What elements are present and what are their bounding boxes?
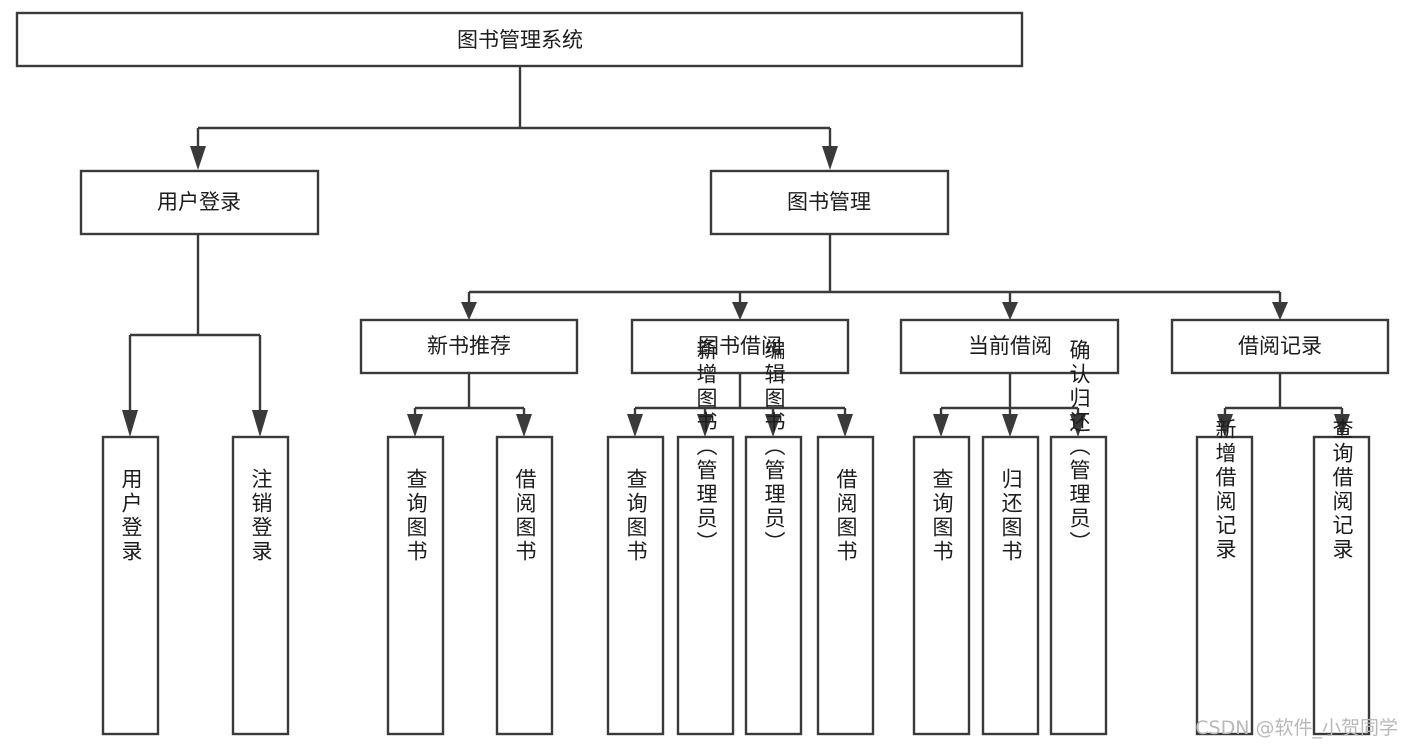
leaf-newbook-query-label: 查询图书 bbox=[404, 468, 428, 564]
leaf-bookborrow-edit-label: 编辑图书（管理员） bbox=[762, 339, 786, 555]
leaf-user-login-login-label: 用户登录 bbox=[119, 468, 143, 564]
leaf-currentborrow-confirm-box[interactable] bbox=[1049, 435, 1108, 736]
node-user-login-label: 用户登录 bbox=[157, 190, 241, 214]
leaf-newbook-borrow[interactable]: 借阅图书 bbox=[495, 435, 554, 736]
leaf-user-login-logout-label: 注销登录 bbox=[249, 468, 273, 564]
leaf-user-login-logout[interactable]: 注销登录 bbox=[231, 435, 290, 736]
node-new-book-recommend-label: 新书推荐 bbox=[427, 334, 511, 358]
leaf-borrowrecord-add-box[interactable] bbox=[1195, 435, 1254, 736]
leaf-borrowrecord-query-box[interactable] bbox=[1312, 435, 1371, 736]
leaf-user-login-login[interactable]: 用户登录 bbox=[101, 435, 160, 736]
node-new-book-recommend-box[interactable] bbox=[359, 318, 579, 375]
leaf-bookborrow-query-box[interactable] bbox=[606, 435, 665, 736]
connector-userlogin-to-leaves bbox=[122, 234, 268, 437]
node-current-borrow-box[interactable] bbox=[899, 318, 1120, 375]
node-book-management-box[interactable] bbox=[709, 169, 950, 236]
connector-borrowrecord-to-leaves bbox=[1217, 373, 1350, 437]
leaf-currentborrow-query[interactable]: 查询图书 bbox=[912, 435, 971, 736]
leaf-currentborrow-return[interactable]: 归还图书 bbox=[981, 435, 1040, 736]
connector-bookborrow-to-leaves bbox=[627, 373, 853, 437]
leaf-currentborrow-return-box[interactable] bbox=[981, 435, 1040, 736]
leaf-bookborrow-add[interactable]: 新增图书（管理员） bbox=[676, 339, 735, 736]
connector-bookmgmt-to-level3 bbox=[461, 234, 1288, 320]
node-root[interactable]: 图书管理系统 bbox=[15, 11, 1024, 68]
connector-root-to-level2 bbox=[190, 66, 838, 170]
node-current-borrow-label: 当前借阅 bbox=[968, 334, 1052, 358]
node-book-management[interactable]: 图书管理 bbox=[709, 169, 950, 236]
leaf-bookborrow-borrow[interactable]: 借阅图书 bbox=[816, 435, 875, 736]
node-borrow-record[interactable]: 借阅记录 bbox=[1170, 318, 1390, 375]
leaf-borrowrecord-add-label: 新增借阅记录 bbox=[1213, 418, 1237, 562]
leaf-bookborrow-edit-box[interactable] bbox=[744, 435, 803, 736]
leaf-newbook-borrow-box[interactable] bbox=[495, 435, 554, 736]
leaf-bookborrow-edit[interactable]: 编辑图书（管理员） bbox=[744, 339, 803, 736]
leaf-bookborrow-borrow-label: 借阅图书 bbox=[834, 468, 858, 564]
leaf-bookborrow-add-label: 新增图书（管理员） bbox=[694, 339, 718, 555]
leaf-currentborrow-query-label: 查询图书 bbox=[930, 468, 954, 564]
node-current-borrow[interactable]: 当前借阅 bbox=[899, 318, 1120, 375]
node-book-borrow-box[interactable] bbox=[630, 318, 850, 375]
leaf-user-login-logout-box[interactable] bbox=[231, 435, 290, 736]
leaf-bookborrow-borrow-box[interactable] bbox=[816, 435, 875, 736]
leaf-borrowrecord-query-label: 查询借阅记录 bbox=[1330, 418, 1354, 562]
leaf-bookborrow-query[interactable]: 查询图书 bbox=[606, 435, 665, 736]
node-new-book-recommend[interactable]: 新书推荐 bbox=[359, 318, 579, 375]
leaf-newbook-query[interactable]: 查询图书 bbox=[386, 435, 445, 736]
node-user-login[interactable]: 用户登录 bbox=[79, 169, 320, 236]
node-borrow-record-box[interactable] bbox=[1170, 318, 1390, 375]
leaf-newbook-query-box[interactable] bbox=[386, 435, 445, 736]
node-book-borrow-label: 图书借阅 bbox=[698, 334, 782, 358]
leaf-user-login-login-box[interactable] bbox=[101, 435, 160, 736]
node-root-label: 图书管理系统 bbox=[457, 28, 583, 52]
leaf-currentborrow-confirm-label: 确认归还（管理员） bbox=[1067, 339, 1091, 555]
leaf-currentborrow-query-box[interactable] bbox=[912, 435, 971, 736]
leaf-borrowrecord-add[interactable]: 新增借阅记录 bbox=[1195, 418, 1254, 736]
leaf-newbook-borrow-label: 借阅图书 bbox=[513, 468, 537, 564]
node-book-management-label: 图书管理 bbox=[787, 190, 871, 214]
node-borrow-record-label: 借阅记录 bbox=[1238, 334, 1322, 358]
leaf-currentborrow-return-label: 归还图书 bbox=[999, 468, 1023, 564]
node-root-box[interactable] bbox=[15, 11, 1024, 68]
leaf-bookborrow-add-box[interactable] bbox=[676, 435, 735, 736]
leaf-borrowrecord-query[interactable]: 查询借阅记录 bbox=[1312, 418, 1371, 736]
connector-currentborrow-to-leaves bbox=[933, 373, 1086, 437]
csdn-watermark: CSDN @软件_小贺同学 bbox=[1195, 717, 1398, 739]
node-book-borrow[interactable]: 图书借阅 bbox=[630, 318, 850, 375]
node-user-login-box[interactable] bbox=[79, 169, 320, 236]
leaf-bookborrow-query-label: 查询图书 bbox=[624, 468, 648, 564]
connector-newbook-to-leaves bbox=[407, 373, 532, 437]
leaf-currentborrow-confirm[interactable]: 确认归还（管理员） bbox=[1049, 339, 1108, 736]
